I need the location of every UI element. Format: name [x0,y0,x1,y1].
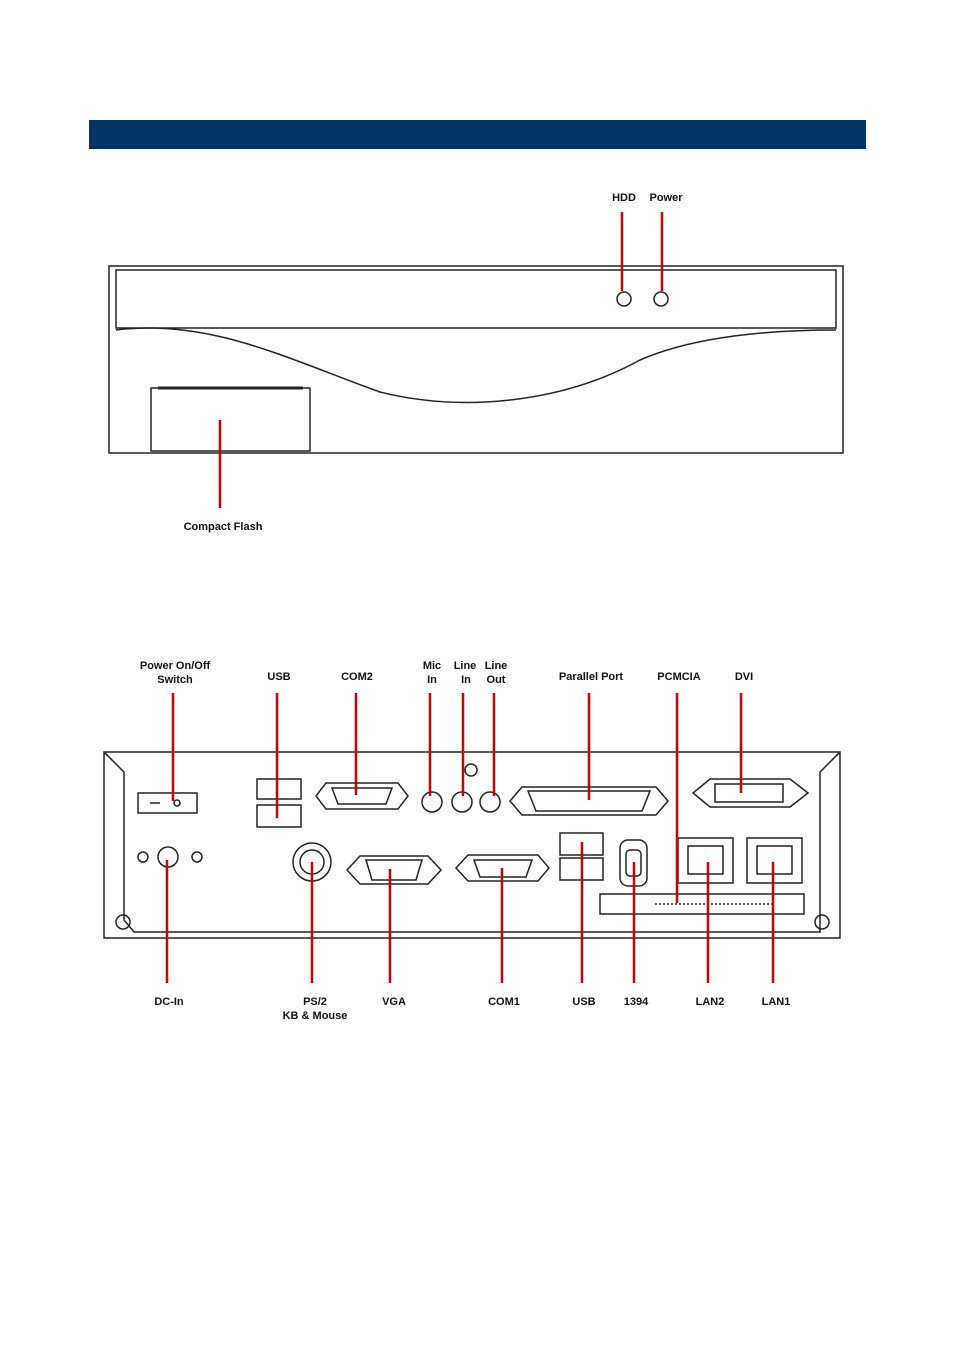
power-switch [138,793,197,813]
line-in-label-line2: In [461,674,471,686]
ieee1394-label: 1394 [624,996,649,1008]
compact-flash-slot [151,388,310,451]
lan2-port [678,838,733,883]
parallel-port-label: Parallel Port [559,671,624,683]
power-switch-label-line2: Switch [157,674,193,686]
com2-port [316,783,408,809]
usb-port-top-1 [257,779,301,799]
mic-in-label-line1: Mic [423,660,441,672]
dc-in-label: DC-In [154,996,184,1008]
vga-label: VGA [382,996,406,1008]
usb-port-top-2 [257,805,301,827]
line-in-label-line1: Line [454,660,477,672]
power-label: Power [649,192,683,204]
rear-panel [104,752,840,938]
usb-top-label: USB [267,671,290,683]
mic-in-label-line2: In [427,674,437,686]
dvi-label: DVI [735,671,753,683]
lan1-label: LAN1 [762,996,791,1008]
hdd-led [617,292,631,306]
lan2-label: LAN2 [696,996,725,1008]
line-out-label-line2: Out [487,674,506,686]
pcmcia-label: PCMCIA [657,671,700,683]
line-out-label-line1: Line [485,660,508,672]
ps2-label-line1: PS/2 [303,996,327,1008]
usb-bottom-label: USB [572,996,595,1008]
compact-flash-label: Compact Flash [184,521,263,533]
com1-label: COM1 [488,996,520,1008]
power-switch-label-line1: Power On/Off [140,660,211,672]
line-out-jack [480,792,500,812]
com2-label: COM2 [341,671,373,683]
lan1-port [747,838,802,883]
mic-in-jack [422,792,442,812]
ps2-label-line2: KB & Mouse [283,1010,348,1022]
dvi-port [693,779,808,807]
hdd-label: HDD [612,192,636,204]
power-led [654,292,668,306]
